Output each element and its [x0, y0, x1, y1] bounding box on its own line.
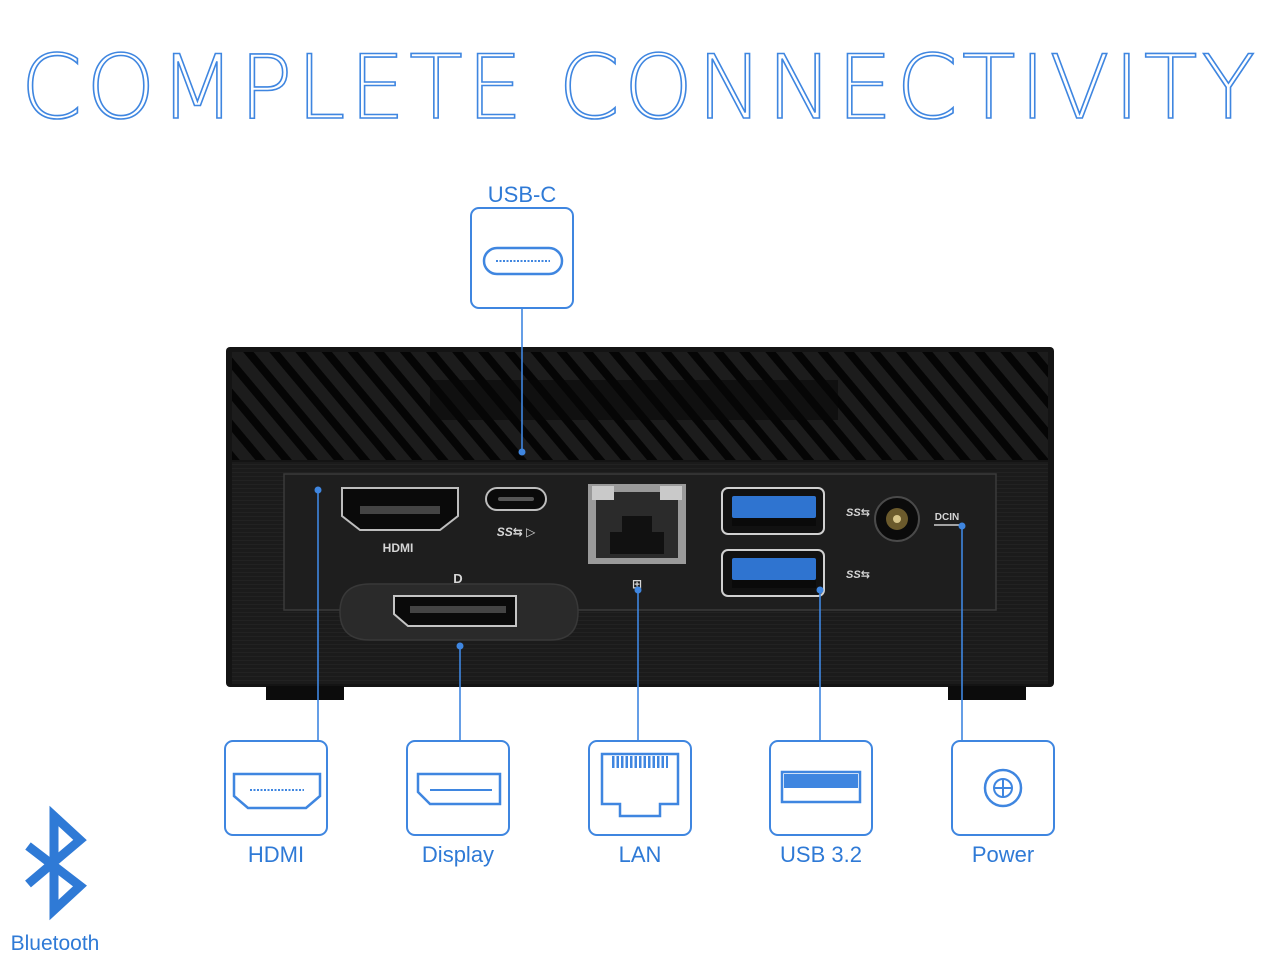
mini-pc-device: HDMI SS⇆ ▷ ⊞ [226, 347, 1054, 700]
dp-marking: D [453, 571, 462, 586]
callout-dots [314, 448, 966, 650]
ethernet-port-icon [600, 752, 680, 818]
device-lan-port: ⊞ [588, 484, 686, 591]
displayport-port-icon [416, 772, 502, 806]
device-displayport: D [339, 571, 579, 641]
bluetooth-icon [25, 805, 87, 921]
hdmi-port-icon [232, 772, 322, 810]
device-hdmi-port: HDMI [341, 487, 459, 555]
device-usbc-port: SS⇆ ▷ [485, 487, 547, 539]
usb-ss-marking-top: SS⇆ [846, 507, 870, 519]
usb32-label: USB 3.2 [780, 842, 862, 867]
dcin-marking: DCIN [935, 512, 959, 523]
usbc-icon-box [470, 207, 574, 309]
callout-lines [317, 309, 963, 741]
hdmi-marking: HDMI [383, 541, 414, 555]
usb-c-port-icon [482, 246, 564, 276]
hdmi-label: HDMI [247, 842, 305, 867]
usb-c-label: USB-C [487, 182, 557, 207]
power-jack-icon [983, 768, 1023, 808]
device-foot-right [948, 686, 1026, 700]
display-label: Display [421, 842, 495, 867]
bluetooth-label: Bluetooth [10, 932, 100, 955]
device-usb-a-top [721, 487, 825, 535]
power-label: Power [971, 842, 1035, 867]
display-icon-box [406, 740, 510, 836]
device-dc-jack: DCIN [874, 496, 960, 542]
usb-a-port-icon [780, 770, 862, 804]
headline: COMPLETE CONNECTIVITY [20, 36, 1260, 139]
device-foot-left [266, 686, 344, 700]
usbc-ss-marking: SS⇆ ▷ [497, 525, 536, 539]
hdmi-icon-box [224, 740, 328, 836]
lan-marking: ⊞ [632, 577, 642, 591]
lan-label: LAN [618, 842, 662, 867]
usb-ss-marking-bottom: SS⇆ [846, 569, 870, 581]
device-usb-a-bottom [721, 549, 825, 597]
